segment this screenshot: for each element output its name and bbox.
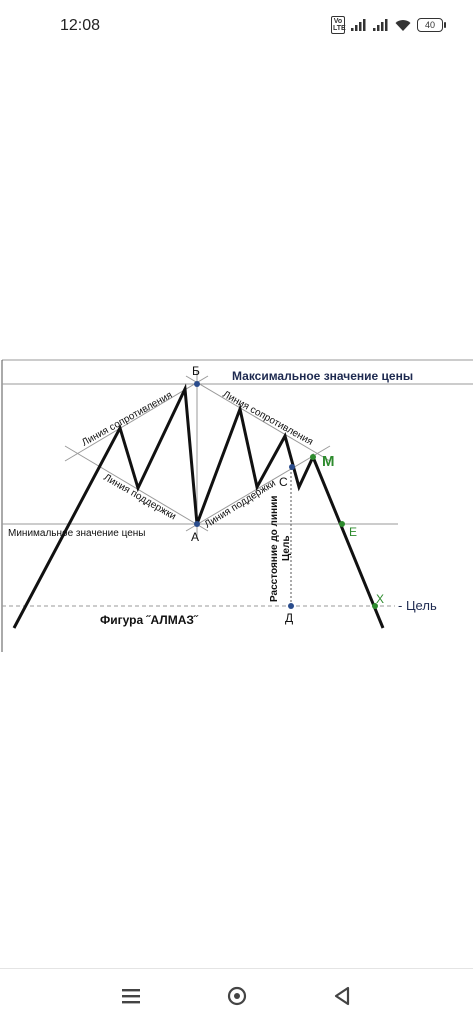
resistance-line-right [185, 375, 331, 462]
diamond-pattern-diagram: Максимальное значение цены Минимальное з… [1, 359, 473, 652]
point-d-marker [288, 603, 294, 609]
support-line-left [64, 445, 209, 532]
point-c-marker [289, 464, 295, 470]
target-label: - Цель [398, 598, 437, 613]
support-label-left: Линия поддержки [102, 472, 178, 522]
support-line-right [185, 445, 331, 532]
wifi-icon [395, 19, 411, 31]
point-b-label: Б [192, 364, 200, 378]
navigation-bar [0, 968, 473, 1025]
home-icon[interactable] [226, 983, 248, 1009]
point-m-marker [310, 454, 316, 460]
point-a-label: А [191, 530, 199, 544]
status-bar: 12:08 Vo LTE 40 [0, 0, 473, 56]
max-price-label: Максимальное значение цены [232, 369, 413, 383]
volte-icon: Vo LTE [331, 16, 346, 34]
distance-label-line2: Цель [281, 536, 292, 562]
point-b-marker [194, 381, 200, 387]
point-a-marker [194, 521, 200, 527]
point-m-label: М [322, 453, 335, 470]
diamond-pattern-figure: Максимальное значение цены Минимальное з… [0, 356, 473, 656]
resistance-label-right: Линия сопротивления [221, 389, 315, 448]
battery-icon: 40 [417, 18, 446, 32]
support-label-right: Линия поддержки [203, 478, 278, 531]
price-path [12, 383, 385, 629]
menu-icon[interactable] [121, 983, 141, 1009]
distance-label-line1: Расстояние до линии [269, 496, 280, 602]
signal-icon [351, 19, 366, 31]
point-d-label: Д [285, 611, 293, 625]
point-x-label: Х [376, 592, 384, 606]
signal-icon [373, 19, 388, 31]
point-c-label: С [279, 475, 288, 489]
status-time: 12:08 [60, 17, 101, 34]
back-icon[interactable] [332, 983, 352, 1009]
figure-caption: Фигура ˝АЛМАЗ˝ [100, 613, 199, 627]
point-e-label: Е [349, 525, 357, 539]
min-price-label: Минимальное значение цены [8, 528, 146, 539]
status-icons: Vo LTE 40 [331, 16, 446, 34]
point-e-marker [339, 521, 345, 527]
point-x-marker [372, 603, 378, 609]
